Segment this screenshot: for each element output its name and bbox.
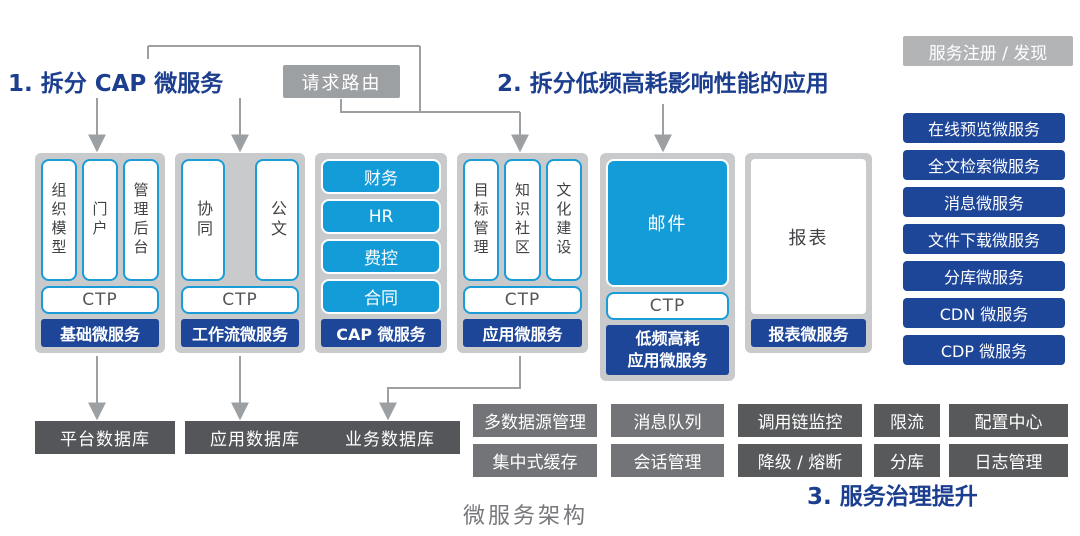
group-label-lowfreq-line2: 应用微服务 [627,351,708,370]
title-step3: 3. 服务治理提升 [807,484,978,510]
log-management: 日志管理 [949,444,1068,477]
sharding-service: 分库微服务 [903,261,1065,291]
ctp-workflow: CTP [181,286,299,314]
diagram-caption: 微服务架构 [463,504,589,529]
centralized-cache: 集中式缓存 [473,444,597,477]
fulltext-search-service: 全文检索微服务 [903,150,1065,180]
business-database: 业务数据库 [320,421,460,454]
module-mail: 邮件 [606,159,729,287]
module-hr: HR [321,199,441,234]
call-chain-monitor: 调用链监控 [738,404,862,437]
module-goal-management: 目标管理 [463,159,500,281]
ctp-basic: CTP [41,286,159,314]
group-basic-microservices: 组织模型 门户 管理后台 CTP 基础微服务 [35,153,165,353]
module-report: 报表 [751,159,866,314]
session-management: 会话管理 [611,444,724,477]
title-step2: 2. 拆分低频高耗影响性能的应用 [497,71,829,97]
group-label-application: 应用微服务 [463,319,582,347]
file-download-service: 文件下载微服务 [903,224,1065,254]
group-label-lowfreq-line1: 低频高耗 [635,329,700,349]
database-sharding: 分库 [874,444,940,477]
routing-branch-line [340,99,520,113]
module-admin-backend: 管理后台 [123,159,159,281]
ctp-lowfreq: CTP [606,292,729,320]
module-official-document: 公文 [255,159,299,281]
group-label-workflow: 工作流微服务 [181,319,299,347]
ctp-application: CTP [463,286,582,314]
module-culture-building: 文化建设 [545,159,582,281]
group-report-microservices: 报表 报表微服务 [745,153,872,353]
online-preview-service: 在线预览微服务 [903,113,1065,143]
group-label-lowfreq: 低频高耗 应用微服务 [606,325,729,375]
group-label-cap: CAP 微服务 [321,319,441,347]
group-lowfreq-microservices: 邮件 CTP 低频高耗 应用微服务 [600,153,735,381]
degrade-circuit-break: 降级 / 熔断 [738,444,862,477]
cdp-service: CDP 微服务 [903,335,1065,365]
group-workflow-microservices: 协同 公文 CTP 工作流微服务 [175,153,305,353]
rate-limit: 限流 [874,404,940,437]
module-finance: 财务 [321,159,441,194]
group-application-microservices: 目标管理 知识社区 文化建设 CTP 应用微服务 [457,153,588,353]
application-database: 应用数据库 [185,421,325,454]
right-services-column: 在线预览微服务 全文检索微服务 消息微服务 文件下载微服务 分库微服务 CDN … [903,113,1065,365]
group-label-report: 报表微服务 [751,319,866,347]
basic-module-row: 组织模型 门户 管理后台 [41,159,159,281]
application-module-row: 目标管理 知识社区 文化建设 [463,159,582,281]
request-routing-box: 请求路由 [283,65,400,98]
module-portal: 门户 [82,159,118,281]
module-knowledge-community: 知识社区 [504,159,541,281]
module-collaboration: 协同 [181,159,225,281]
cdn-service: CDN 微服务 [903,298,1065,328]
group-cap-microservices: 财务 HR 费控 合同 CAP 微服务 [315,153,447,353]
title-step1: 1. 拆分 CAP 微服务 [8,71,224,97]
service-registry-badge: 服务注册 / 发现 [903,36,1073,66]
module-contract: 合同 [321,279,441,314]
workflow-module-row: 协同 公文 [181,159,299,281]
platform-database: 平台数据库 [35,421,175,454]
message-service: 消息微服务 [903,187,1065,217]
module-organization-model: 组织模型 [41,159,77,281]
message-queue: 消息队列 [611,404,724,437]
config-center: 配置中心 [949,404,1068,437]
module-expense-control: 费控 [321,239,441,274]
group-label-basic: 基础微服务 [41,319,159,347]
multi-datasource-management: 多数据源管理 [473,404,597,437]
